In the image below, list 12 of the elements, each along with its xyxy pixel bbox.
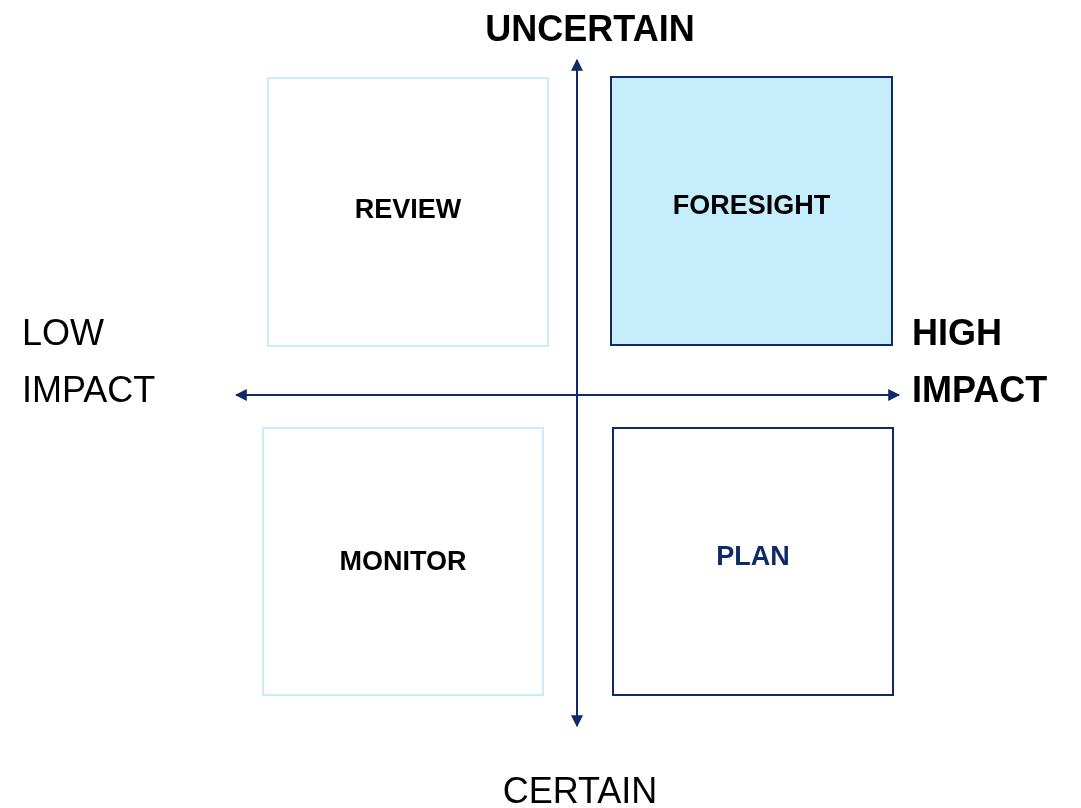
axis-label: HIGH IMPACT (912, 311, 1049, 412)
axis-label: CERTAIN (501, 769, 659, 808)
quadrant-label: PLAN (716, 541, 790, 573)
quadrant-box (612, 427, 894, 696)
quadrant-label: FORESIGHT (672, 189, 831, 222)
quadrant-box (262, 427, 544, 696)
axis-label: LOW IMPACT (22, 311, 157, 412)
quadrant-label: MONITOR (339, 546, 467, 577)
quadrant-box (610, 76, 893, 346)
axis-label: UNCERTAIN (484, 7, 696, 51)
quadrant-box (267, 77, 549, 347)
quadrant-label: REVIEW (354, 193, 462, 226)
